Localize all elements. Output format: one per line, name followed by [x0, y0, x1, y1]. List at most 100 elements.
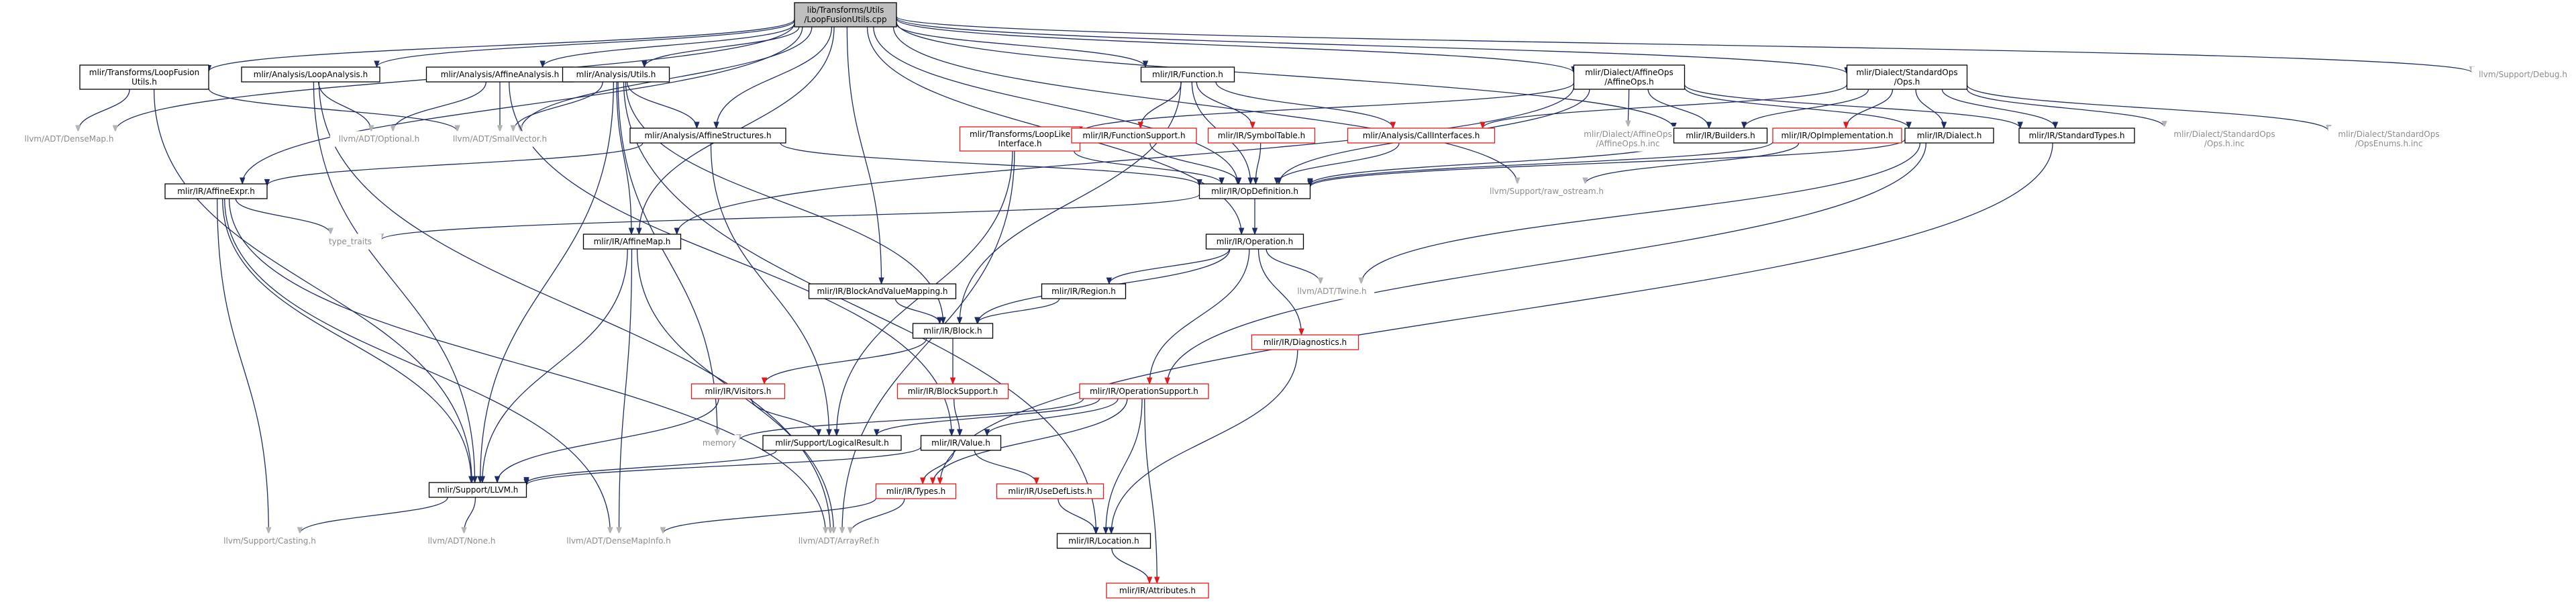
node-logical_result[interactable]: mlir/Support/LogicalResult.h — [762, 435, 902, 451]
node-ir_value[interactable]: mlir/IR/Value.h — [920, 435, 1002, 451]
node-box — [1140, 66, 1235, 83]
node-ir_operation[interactable]: mlir/IR/Operation.h — [1205, 234, 1304, 250]
node-standard_types[interactable]: mlir/IR/StandardTypes.h — [2018, 128, 2135, 144]
node-label: Interface.h — [998, 139, 1041, 148]
edge-lf_utils_h-to-small_vector — [208, 88, 458, 132]
node-analysis_utils[interactable]: mlir/Analysis/Utils.h — [562, 66, 670, 83]
edge-op_implementation-to-op_definition — [1309, 141, 1773, 187]
node-affine_analysis[interactable]: mlir/Analysis/AffineAnalysis.h — [425, 66, 574, 83]
edge-operation_support-to-memory — [738, 398, 1084, 441]
node-box — [2163, 126, 2285, 152]
node-affine_ops_inc[interactable]: mlir/Dialect/AffineOps/AffineOps.h.inc — [1572, 126, 1684, 152]
node-ir_location[interactable]: mlir/IR/Location.h — [1056, 533, 1151, 549]
node-adt_none[interactable]: llvm/ADT/None.h — [421, 533, 503, 549]
node-op_definition[interactable]: mlir/IR/OpDefinition.h — [1198, 183, 1311, 199]
arrowhead-ir_operation-to-diagnostics — [1298, 328, 1304, 336]
node-raw_ostream[interactable]: llvm/Support/raw_ostream.h — [1482, 183, 1612, 199]
node-optional[interactable]: llvm/ADT/Optional.h — [329, 131, 429, 147]
arrowhead-root-to-affine_analysis — [539, 60, 546, 68]
node-dense_map[interactable]: llvm/ADT/DenseMap.h — [19, 131, 119, 147]
node-box — [1289, 283, 1375, 299]
node-box — [762, 435, 902, 451]
node-call_interfaces[interactable]: mlir/Analysis/CallInterfaces.h — [1347, 128, 1496, 144]
node-ir_function[interactable]: mlir/IR/Function.h — [1140, 66, 1235, 83]
node-ir_dialect[interactable]: mlir/IR/Dialect.h — [1904, 128, 1994, 144]
node-ir_region[interactable]: mlir/IR/Region.h — [1041, 283, 1127, 299]
node-small_vector[interactable]: llvm/ADT/SmallVector.h — [444, 131, 556, 147]
arrowhead-loop_like_iface-to-logical_result — [833, 429, 840, 437]
edge-affine_ops-to-builders — [1647, 89, 1710, 129]
node-label: mlir/Support/LLVM.h — [437, 485, 519, 495]
edge-loop_analysis-to-support_llvm — [313, 81, 476, 483]
node-support_debug[interactable]: llvm/Support/Debug.h — [2471, 66, 2575, 83]
arrowhead-root-to-affine_expr — [240, 177, 246, 185]
node-label: mlir/IR/AffineExpr.h — [177, 187, 255, 196]
node-label: mlir/IR/SymbolTable.h — [1218, 131, 1305, 140]
node-dense_map_info[interactable]: llvm/ADT/DenseMapInfo.h — [560, 533, 677, 549]
edge-root-to-std_ops — [896, 17, 1848, 74]
node-std_openums_inc[interactable]: mlir/Dialect/StandardOps/OpsEnums.h.inc — [2328, 126, 2450, 152]
node-ir_block[interactable]: mlir/IR/Block.h — [912, 323, 994, 339]
node-label: mlir/IR/OperationSupport.h — [1090, 387, 1198, 396]
arrowhead-affine_structures-to-op_definition — [1196, 179, 1202, 187]
arrowhead-affine_ops-to-standard_types — [2017, 121, 2023, 130]
arrowhead-affine_expr-to-dense_map_info — [607, 527, 613, 535]
node-operation_support[interactable]: mlir/IR/OperationSupport.h — [1079, 383, 1209, 399]
node-label: mlir/IR/BlockAndValueMapping.h — [817, 287, 947, 296]
node-lf_utils_h[interactable]: mlir/Transforms/LoopFusionUtils.h — [79, 64, 209, 90]
node-op_implementation[interactable]: mlir/IR/OpImplementation.h — [1772, 128, 1902, 144]
node-affine_expr[interactable]: mlir/IR/AffineExpr.h — [164, 183, 268, 199]
node-twine[interactable]: llvm/ADT/Twine.h — [1289, 283, 1375, 299]
arrowhead-analysis_utils-to-ir_block — [940, 317, 946, 325]
arrowhead-ir_function-to-call_interfaces — [1390, 121, 1396, 130]
node-array_ref[interactable]: llvm/ADT/ArrayRef.h — [789, 533, 888, 549]
node-function_support[interactable]: mlir/IR/FunctionSupport.h — [1071, 128, 1197, 144]
edge-ir_value-to-support_llvm — [525, 446, 922, 486]
node-affine_ops[interactable]: mlir/Dialect/AffineOps/AffineOps.h — [1573, 64, 1686, 90]
edge-root-to-ir_function — [896, 23, 1146, 68]
node-root: lib/Transforms/Utils/LoopFusionUtils.cpp — [794, 2, 897, 28]
node-label: mlir/IR/Dialect.h — [1917, 131, 1982, 140]
node-affine_structures[interactable]: mlir/Analysis/AffineStructures.h — [629, 128, 786, 144]
node-ir_types[interactable]: mlir/IR/Types.h — [875, 483, 957, 499]
node-std_ops[interactable]: mlir/Dialect/StandardOps/Ops.h — [1846, 64, 1968, 90]
edge-root-to-lf_utils_h — [208, 19, 795, 72]
node-block_support[interactable]: mlir/IR/BlockSupport.h — [896, 383, 1009, 399]
node-type_traits[interactable]: type_traits — [319, 234, 382, 250]
node-label: memory — [703, 438, 736, 448]
node-visitors[interactable]: mlir/IR/Visitors.h — [690, 383, 786, 399]
node-label: mlir/Analysis/AffineStructures.h — [644, 131, 771, 140]
arrowhead-operation_support-to-logical_result — [874, 429, 880, 437]
node-ir_attributes[interactable]: mlir/IR/Attributes.h — [1106, 583, 1209, 599]
arrowhead-affine_expr-to-support_llvm — [468, 476, 474, 484]
node-std_ops_inc[interactable]: mlir/Dialect/StandardOps/Ops.h.inc — [2163, 126, 2285, 152]
edge-function_support-to-op_definition — [1149, 142, 1239, 185]
node-memory[interactable]: memory — [699, 435, 739, 451]
node-affine_map[interactable]: mlir/IR/AffineMap.h — [582, 234, 682, 250]
arrowhead-block_value_mapping-to-ir_block — [937, 317, 943, 325]
arrowhead-ir_operation-to-operation_support — [1146, 377, 1153, 385]
arrowhead-ir_block-to-visitors — [761, 377, 768, 385]
node-label: mlir/IR/Builders.h — [1686, 131, 1755, 140]
node-diagnostics[interactable]: mlir/IR/Diagnostics.h — [1251, 334, 1359, 350]
node-box — [241, 66, 380, 83]
arrowhead-root-to-dense_map — [112, 125, 119, 133]
node-support_casting[interactable]: llvm/Support/Casting.h — [213, 533, 326, 549]
arrowhead-support_llvm-to-support_casting — [297, 527, 303, 535]
node-label: mlir/Transforms/LoopFusion — [89, 68, 199, 77]
node-box — [875, 483, 957, 499]
node-box — [329, 131, 429, 147]
node-block_value_mapping[interactable]: mlir/IR/BlockAndValueMapping.h — [808, 283, 957, 299]
node-use_def_lists[interactable]: mlir/IR/UseDefLists.h — [996, 483, 1104, 499]
arrowhead-affine_expr-to-array_ref — [823, 527, 829, 535]
node-builders[interactable]: mlir/IR/Builders.h — [1673, 128, 1768, 144]
node-support_llvm[interactable]: mlir/Support/LLVM.h — [428, 482, 527, 498]
arrowhead-loop_like_iface-to-array_ref — [839, 527, 845, 535]
node-loop_analysis[interactable]: mlir/Analysis/LoopAnalysis.h — [241, 66, 380, 83]
node-label: mlir/Dialect/StandardOps — [2338, 130, 2439, 139]
node-box — [1079, 383, 1209, 399]
edge-operation_support-to-ir_types — [932, 398, 1128, 485]
node-box — [959, 126, 1081, 152]
node-symbol_table[interactable]: mlir/IR/SymbolTable.h — [1207, 128, 1316, 144]
